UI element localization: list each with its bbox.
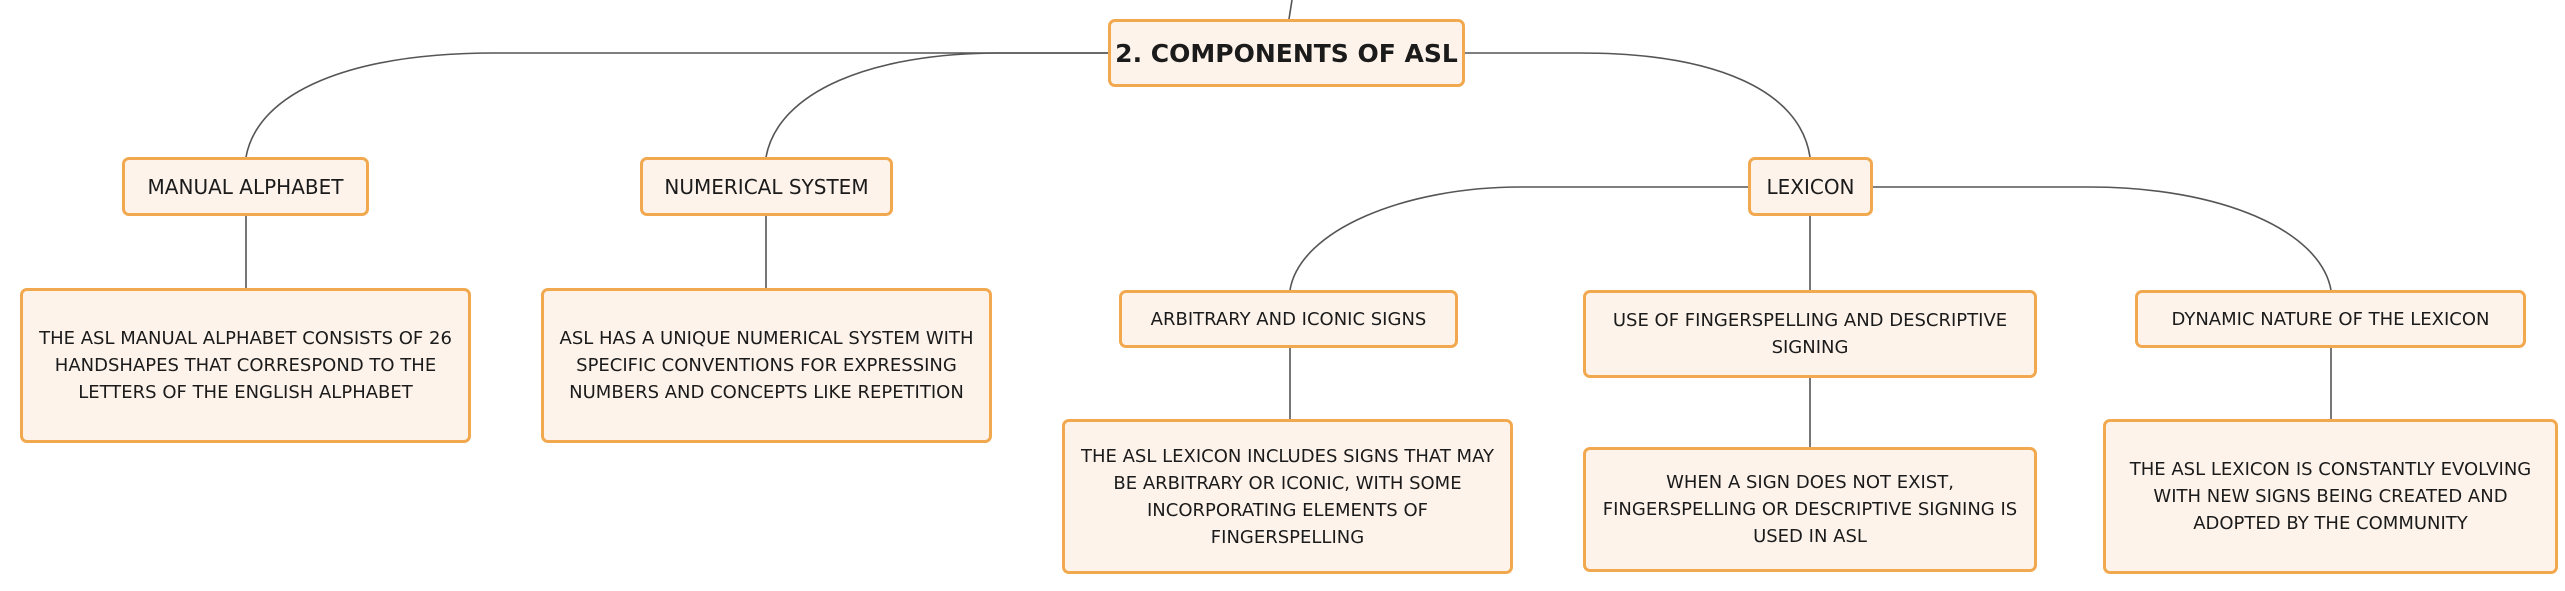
lexicon-label: LEXICON: [1766, 174, 1855, 199]
fingerspelling-detail-node[interactable]: WHEN A SIGN DOES NOT EXIST, FINGERSPELLI…: [1583, 447, 2037, 572]
root-node-label: 2. COMPONENTS OF ASL: [1115, 38, 1458, 68]
dynamic-nature-detail-node[interactable]: THE ASL LEXICON IS CONSTANTLY EVOLVING W…: [2103, 419, 2558, 574]
connector-parent-stub: [1288, 0, 1293, 20]
connector-lexicon-dynamic: [1873, 186, 2332, 291]
lexicon-node[interactable]: LEXICON: [1748, 157, 1873, 216]
connector-root-numerical-system: [765, 52, 1108, 158]
arbitrary-iconic-label: ARBITRARY AND ICONIC SIGNS: [1150, 308, 1427, 330]
arbitrary-iconic-detail-node[interactable]: THE ASL LEXICON INCLUDES SIGNS THAT MAY …: [1062, 419, 1513, 574]
arbitrary-iconic-detail: THE ASL LEXICON INCLUDES SIGNS THAT MAY …: [1080, 445, 1494, 548]
numerical-system-detail-node[interactable]: ASL HAS A UNIQUE NUMERICAL SYSTEM WITH S…: [541, 288, 992, 443]
manual-alphabet-node[interactable]: MANUAL ALPHABET: [122, 157, 369, 216]
connector-lexicon-arbitrary: [1289, 186, 1748, 291]
dynamic-nature-detail: THE ASL LEXICON IS CONSTANTLY EVOLVING W…: [2129, 459, 2532, 534]
connector-root-manual-alphabet: [245, 52, 1108, 158]
numerical-system-label: NUMERICAL SYSTEM: [664, 174, 869, 199]
manual-alphabet-detail: THE ASL MANUAL ALPHABET CONSISTS OF 26 H…: [39, 328, 452, 403]
root-node[interactable]: 2. COMPONENTS OF ASL: [1108, 19, 1465, 87]
manual-alphabet-label: MANUAL ALPHABET: [147, 174, 344, 199]
fingerspelling-node[interactable]: USE OF FINGERSPELLING AND DESCRIPTIVE SI…: [1583, 290, 2037, 378]
dynamic-nature-node[interactable]: DYNAMIC NATURE OF THE LEXICON: [2135, 290, 2526, 348]
numerical-system-node[interactable]: NUMERICAL SYSTEM: [640, 157, 893, 216]
manual-alphabet-detail-node[interactable]: THE ASL MANUAL ALPHABET CONSISTS OF 26 H…: [20, 288, 471, 443]
fingerspelling-detail: WHEN A SIGN DOES NOT EXIST, FINGERSPELLI…: [1602, 472, 2018, 547]
connector-root-lexicon: [1465, 52, 1811, 158]
dynamic-nature-label: DYNAMIC NATURE OF THE LEXICON: [2171, 308, 2490, 330]
arbitrary-iconic-node[interactable]: ARBITRARY AND ICONIC SIGNS: [1119, 290, 1458, 348]
fingerspelling-label: USE OF FINGERSPELLING AND DESCRIPTIVE SI…: [1612, 310, 2008, 358]
numerical-system-detail: ASL HAS A UNIQUE NUMERICAL SYSTEM WITH S…: [559, 328, 974, 403]
